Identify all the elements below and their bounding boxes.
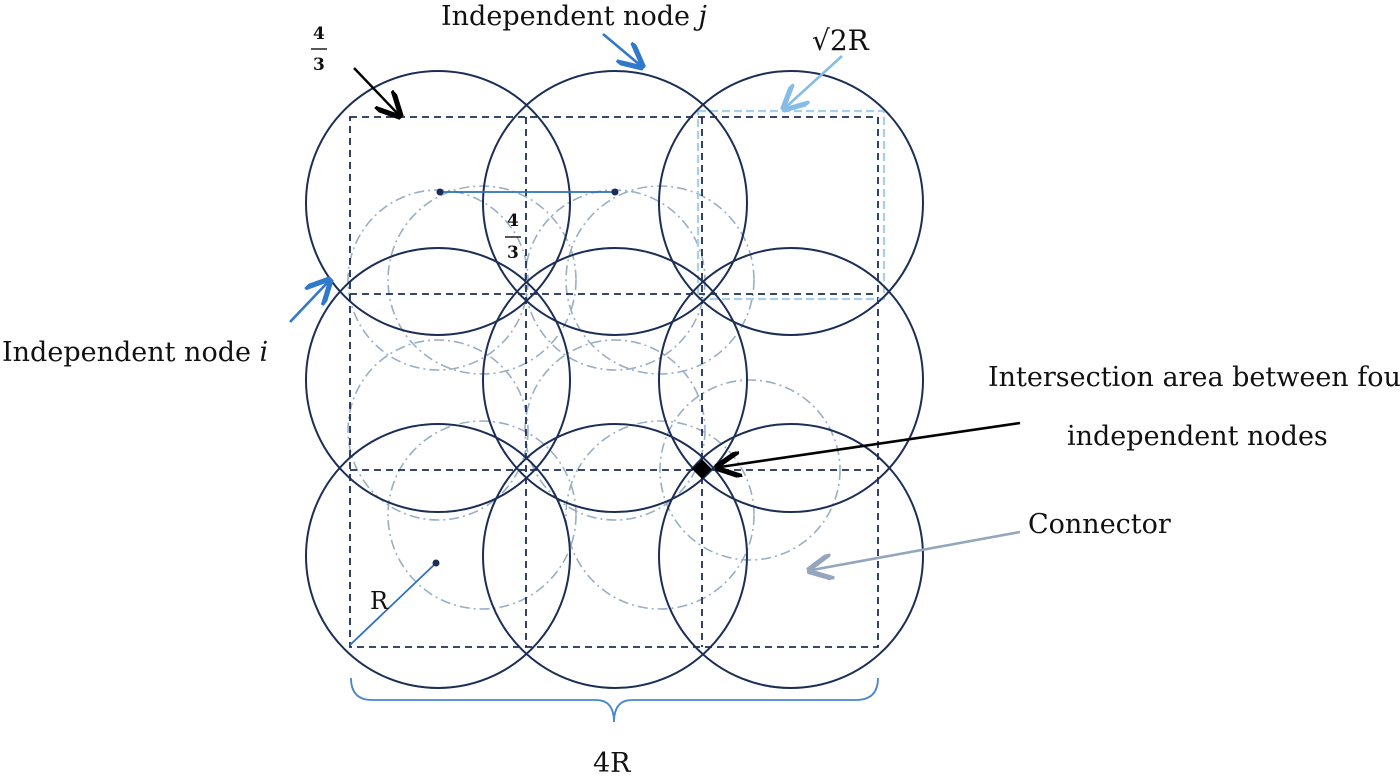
fraction-middle-denominator: 3	[507, 243, 519, 263]
connector-circle-e	[659, 379, 841, 561]
node-circle-r1c1	[305, 70, 571, 336]
intersection-marker	[692, 459, 712, 479]
node-circle-r1c3	[658, 70, 924, 336]
highlight-square	[696, 109, 886, 301]
radius-line	[349, 562, 437, 646]
connector-label: Connector	[1028, 509, 1171, 540]
connector-circle-d	[565, 420, 755, 610]
fraction-middle: 4 3	[505, 211, 521, 263]
connector-circle-top-left	[347, 189, 529, 371]
connector-circle-c	[387, 420, 577, 610]
grid-outer-square	[349, 116, 879, 648]
grid-squares	[349, 116, 879, 648]
node-i-label: Independent node i	[2, 337, 268, 368]
node-circle-r3c2	[482, 423, 748, 689]
four-r-brace	[350, 677, 879, 723]
fraction-middle-numerator: 4	[507, 211, 519, 231]
node-j-label: Independent node j	[441, 1, 707, 32]
node-circle-r3c1	[305, 423, 571, 689]
node-circle-r1c2	[482, 70, 748, 336]
intersection-arrow	[720, 421, 1021, 467]
fraction-arrow	[353, 67, 398, 114]
node-circle-r2c3	[658, 247, 924, 513]
center-dot-left	[436, 188, 444, 196]
radius-label: R	[370, 587, 389, 615]
intersection-label-line2: independent nodes	[1067, 421, 1328, 452]
sqrt2r-label: √2R	[812, 24, 870, 57]
node-circle-r2c1	[305, 247, 571, 513]
node-circle-r2c2	[482, 247, 748, 513]
fraction-top-left: 4 3	[311, 24, 327, 75]
connector-arrow	[812, 530, 1021, 570]
fraction-top-left-denominator: 3	[313, 55, 325, 75]
node-circle-r3c3	[658, 423, 924, 689]
connector-circle-bottom-right	[524, 339, 706, 521]
four-r-label: 4R	[593, 748, 631, 778]
node-j-arrow	[602, 33, 640, 65]
connector-circle-a	[387, 185, 577, 375]
connector-circle-group	[387, 185, 841, 610]
sqrt2r-arrow	[786, 55, 843, 107]
node-circles	[305, 70, 924, 689]
center-dot-right	[611, 188, 619, 196]
intersection-label-line1: Intersection area between four	[988, 362, 1400, 393]
node-i-arrow	[289, 282, 328, 323]
radius-center-dot	[432, 559, 440, 567]
connector-circle-bottom-left	[347, 339, 529, 521]
fraction-top-left-numerator: 4	[313, 24, 325, 44]
